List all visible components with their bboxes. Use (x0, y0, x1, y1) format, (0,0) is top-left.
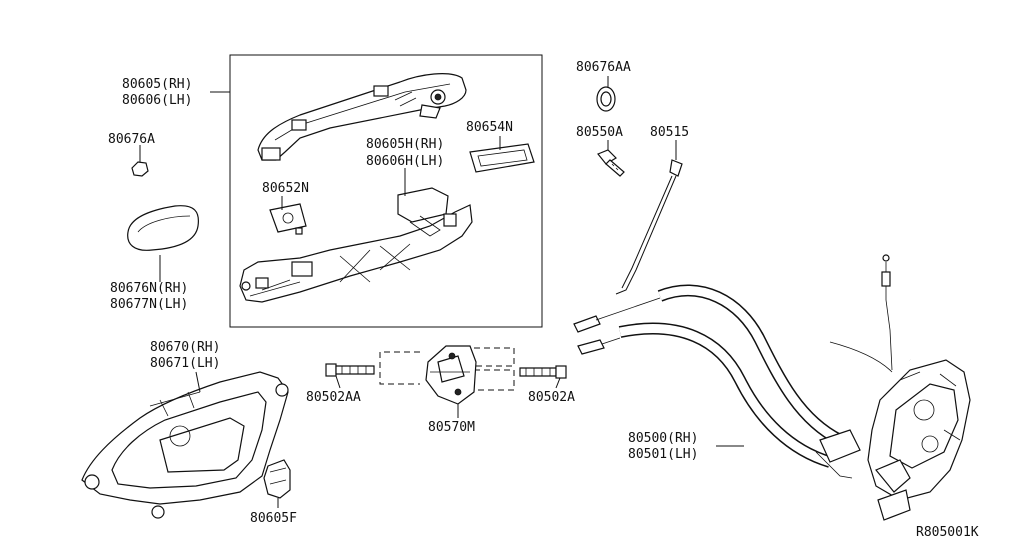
grommet-drawing (596, 86, 616, 112)
label-80654n: 80654N (466, 120, 513, 135)
bolt-80502aa-drawing (325, 363, 375, 377)
outside-handle-drawing (257, 73, 467, 161)
rod-80515-drawing (615, 159, 683, 295)
cap-80676n-drawing (127, 205, 200, 251)
handle-assembly-box (229, 54, 543, 328)
label-80501-lh: 80501(LH) (628, 447, 698, 462)
label-80502aa: 80502AA (306, 390, 361, 405)
label-80676a: 80676A (108, 132, 155, 147)
nut-80676a-drawing (131, 145, 149, 177)
inside-handle-drawing (81, 371, 289, 519)
label-80570m: 80570M (428, 420, 475, 435)
label-80550a: 80550A (576, 125, 623, 140)
label-80671-lh: 80671(LH) (150, 356, 220, 371)
label-80652n: 80652N (262, 181, 309, 196)
label-80676aa: 80676AA (576, 60, 631, 75)
label-80605f: 80605F (250, 511, 297, 526)
label-80515: 80515 (650, 125, 689, 140)
label-80606h-lh: 80606H(LH) (366, 154, 444, 169)
bolt-80550a-drawing (597, 149, 625, 177)
label-80502a: 80502A (528, 390, 575, 405)
leader-lines (159, 76, 744, 508)
label-80670-rh: 80670(RH) (150, 340, 220, 355)
bolt-80502a-drawing (519, 365, 567, 379)
striker-drawing (379, 345, 515, 405)
label-80605-rh: 80605(RH) (122, 77, 192, 92)
small-gasket-drawing (269, 203, 307, 235)
label-80676n-rh: 80676N(RH) (110, 281, 188, 296)
label-80606-lh: 80606(LH) (122, 93, 192, 108)
label-80605h-rh: 80605H(RH) (366, 137, 444, 152)
clip-80605f-drawing (263, 459, 291, 499)
handle-frame-drawing (239, 187, 473, 303)
diagram-reference-code: R805001K (916, 525, 979, 540)
door-lock-actuator-drawing (573, 254, 971, 521)
label-80677n-lh: 80677N(LH) (110, 297, 188, 312)
gasket-drawing (469, 143, 535, 173)
label-80500-rh: 80500(RH) (628, 431, 698, 446)
